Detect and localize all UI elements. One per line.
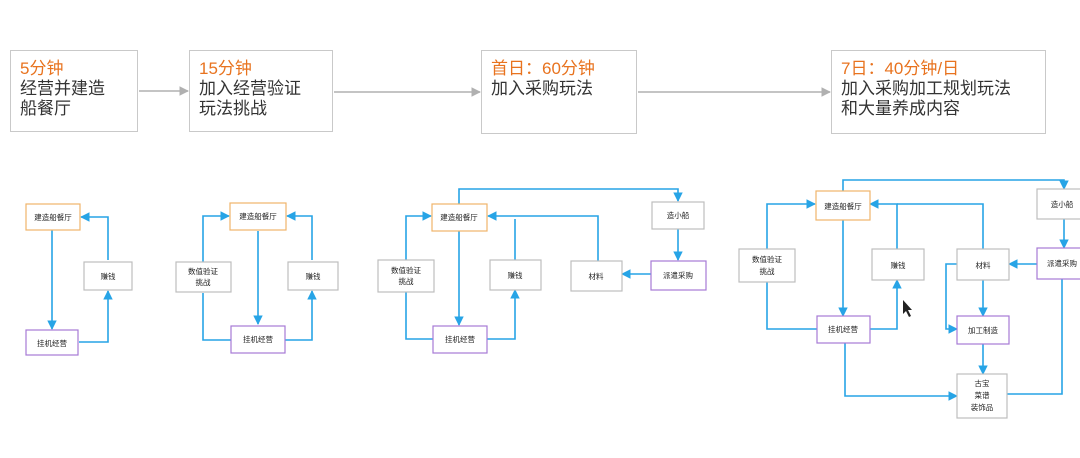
node-verify (738, 248, 796, 283)
node-build (229, 202, 287, 231)
mouse-cursor-icon (903, 300, 912, 317)
node-collect-label-3: 装饰品 (971, 402, 994, 412)
stage-1-time: 5分钟 (20, 59, 64, 78)
node-idle-label: 挂机经营 (37, 338, 67, 348)
node-collect (956, 373, 1008, 419)
node-earn (83, 261, 133, 291)
node-idle (816, 315, 871, 344)
node-verify (377, 259, 435, 293)
node-verify-label-2: 挑战 (760, 266, 775, 276)
diagram-1: 建造船餐厅 赚钱 挂机经营 (25, 203, 133, 356)
stage-4-time: 7日：40分钟/日 (841, 59, 960, 78)
node-build (25, 203, 81, 231)
stage-2-desc: 加入经营验证 玩法挑战 (199, 79, 301, 118)
node-process (956, 315, 1010, 345)
node-idle-label: 挂机经营 (243, 334, 273, 344)
node-material (956, 248, 1010, 281)
node-earn-label: 赚钱 (508, 270, 523, 280)
node-build-label: 建造船餐厅 (440, 212, 478, 222)
node-boat (651, 201, 705, 230)
stage-2-time: 15分钟 (199, 59, 252, 78)
stage-1-desc: 经营并建造 船餐厅 (20, 79, 105, 118)
node-dispatch-label: 派遣采购 (1047, 258, 1077, 268)
node-earn-label: 赚钱 (891, 260, 906, 270)
diagram-2: 建造船餐厅 数值验证 挑战 赚钱 挂机经营 (175, 202, 339, 354)
node-build (431, 203, 488, 232)
node-earn (489, 259, 542, 291)
node-build-label: 建造船餐厅 (239, 211, 277, 221)
stage-2-card: 15分钟 加入经营验证 玩法挑战 (189, 50, 333, 132)
node-earn (287, 261, 339, 291)
node-material-label: 材料 (976, 260, 991, 270)
node-dispatch (650, 260, 707, 291)
node-build (815, 190, 871, 221)
node-idle (25, 329, 79, 356)
node-idle-label: 挂机经营 (445, 334, 475, 344)
node-collect-label-2: 菜谱 (975, 390, 990, 400)
stage-3-card: 首日：60分钟 加入采购玩法 (481, 50, 637, 134)
node-collect-label-1: 古宝 (975, 378, 990, 388)
node-verify (175, 261, 232, 293)
diagram-3: 建造船餐厅 数值验证 挑战 赚钱 挂机经营 材料 造小船 派遣采购 (377, 188, 707, 354)
node-boat-label: 造小船 (667, 210, 690, 220)
node-verify-label-2: 挑战 (196, 277, 211, 287)
node-material (570, 260, 623, 292)
node-dispatch (1036, 247, 1080, 280)
node-earn (871, 248, 925, 281)
node-verify-label-1: 数值验证 (391, 265, 421, 275)
node-earn-label: 赚钱 (101, 271, 116, 281)
node-material-label: 材料 (589, 271, 604, 281)
node-idle (432, 325, 488, 354)
node-build-label: 建造船餐厅 (34, 212, 72, 222)
stage-3-time: 首日：60分钟 (491, 59, 595, 78)
stage-1-card: 5分钟 经营并建造 船餐厅 (10, 50, 138, 132)
node-build-label: 建造船餐厅 (824, 201, 862, 211)
node-verify-label-1: 数值验证 (188, 266, 218, 276)
stage-4-card: 7日：40分钟/日 加入采购加工规划玩法 和大量养成内容 (831, 50, 1046, 134)
node-idle-label: 挂机经营 (828, 324, 858, 334)
node-boat-label: 造小船 (1051, 199, 1074, 209)
node-earn-label: 赚钱 (306, 271, 321, 281)
diagram-4: 建造船餐厅 数值验证 挑战 赚钱 挂机经营 材料 造小船 派遣采购 加工制造 古… (738, 179, 1080, 419)
node-idle (230, 325, 286, 354)
node-process-label: 加工制造 (968, 325, 998, 335)
node-verify-label-2: 挑战 (399, 276, 414, 286)
node-boat (1036, 188, 1080, 220)
node-verify-label-1: 数值验证 (752, 254, 782, 264)
stage-4-desc: 加入采购加工规划玩法 和大量养成内容 (841, 79, 1011, 118)
stage-3-desc: 加入采购玩法 (491, 79, 593, 98)
node-dispatch-label: 派遣采购 (663, 270, 693, 280)
